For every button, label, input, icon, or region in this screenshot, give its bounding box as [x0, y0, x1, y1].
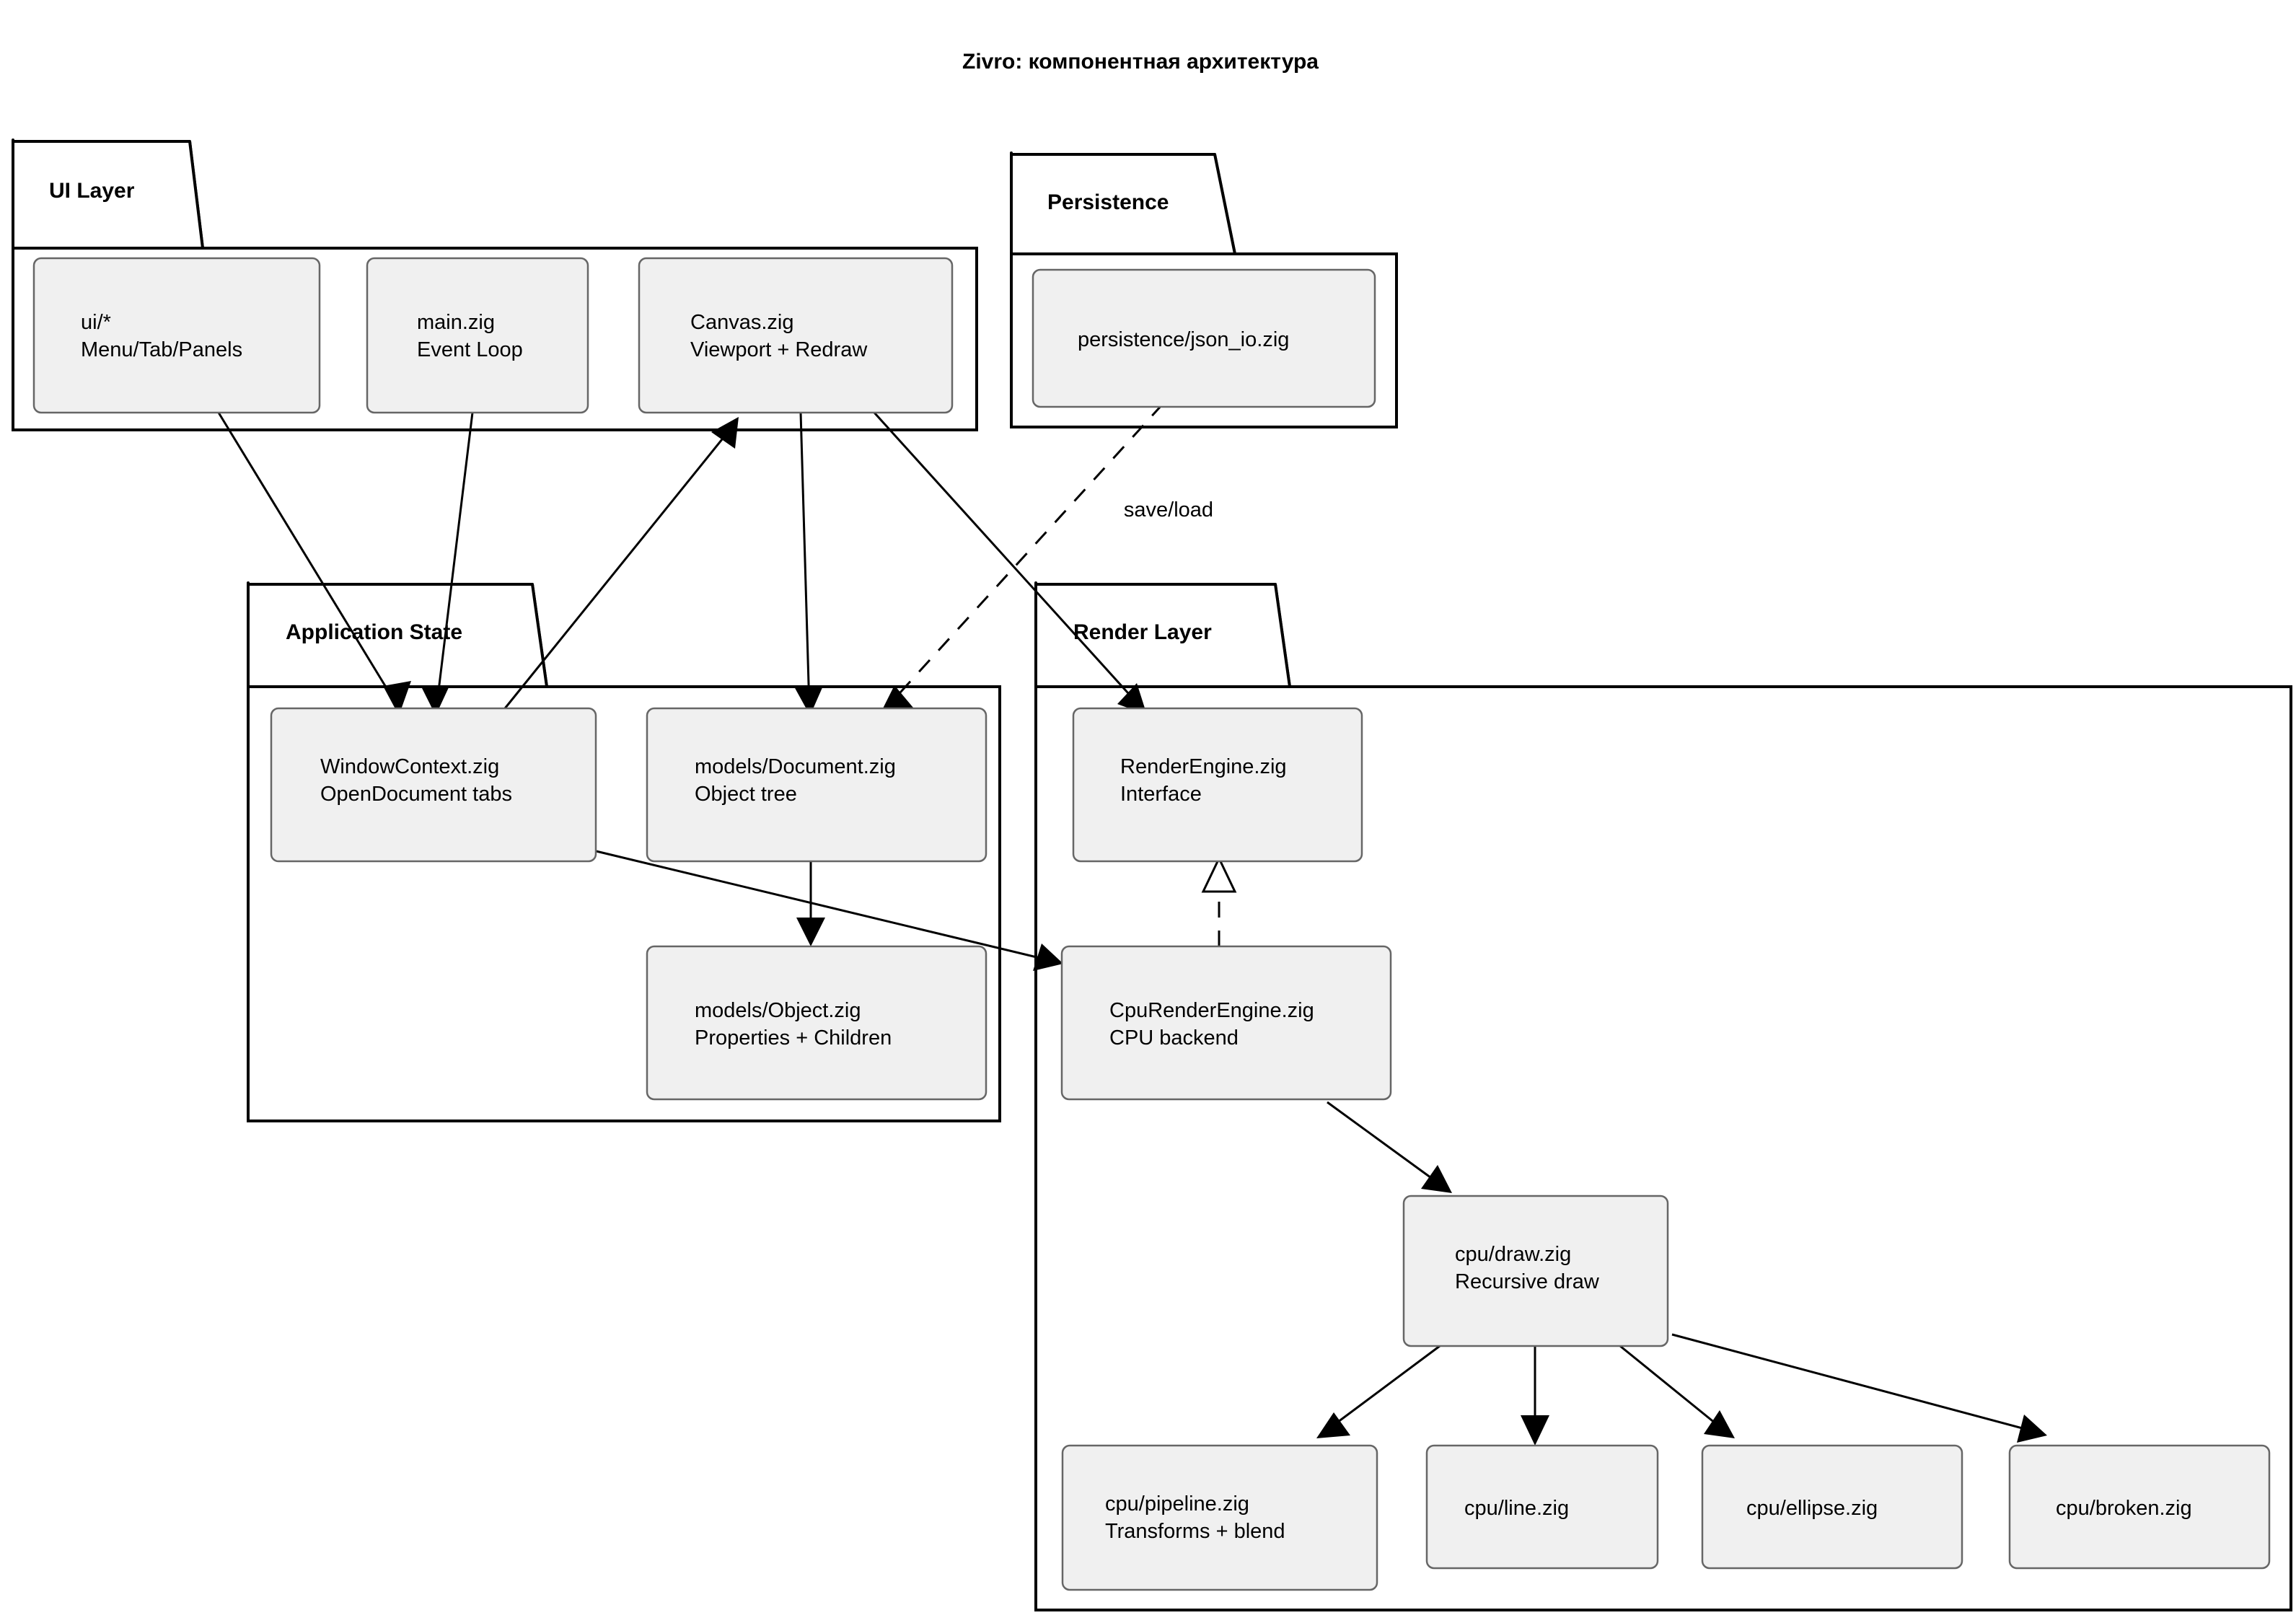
node-box-models-object[interactable]: [646, 945, 988, 1101]
edge-canvas-zig-to-models-document: [794, 412, 823, 716]
package-tab-outline-persistence: [1011, 153, 1236, 255]
node-cpu-pipeline[interactable]: cpu/pipeline.zig Transforms + blend: [1061, 1444, 1378, 1591]
edge-label-save-load: save/load: [1124, 498, 1213, 522]
node-label-cpu-ellipse-line1: cpu/ellipse.zig: [1746, 1497, 1878, 1520]
node-cpu-broken[interactable]: cpu/broken.zig: [2008, 1444, 2271, 1570]
node-label-models-document-line1: models/Document.zig: [695, 755, 896, 778]
node-label-cpu-line-line1: cpu/line.zig: [1464, 1497, 1569, 1520]
node-box-ui-star[interactable]: [32, 257, 321, 414]
node-label-cpu-broken-line1: cpu/broken.zig: [2056, 1497, 2192, 1520]
node-label-window-context-line1: WindowContext.zig: [320, 755, 499, 778]
node-cpu-line[interactable]: cpu/line.zig: [1425, 1444, 1659, 1570]
edge-ui-star-to-window-context: [217, 412, 411, 716]
node-label-cpu-render-engine-line1: CpuRenderEngine.zig: [1109, 999, 1314, 1022]
edge-layer: save/load: [217, 403, 2047, 1446]
package-title-persistence: Persistence: [1047, 190, 1169, 214]
node-json-io[interactable]: persistence/json_io.zig: [1032, 268, 1376, 408]
node-box-cpu-ellipse[interactable]: [1701, 1444, 1963, 1570]
node-canvas-zig[interactable]: Canvas.zig Viewport + Redraw: [638, 257, 954, 414]
node-label-models-document-line2: Object tree: [695, 783, 797, 806]
edge-cpu-draw-to-cpu-broken: [1671, 1333, 2047, 1443]
node-label-window-context-line2: OpenDocument tabs: [320, 783, 512, 806]
node-models-document[interactable]: models/Document.zig Object tree: [646, 707, 988, 863]
package-title-ui-layer: UI Layer: [49, 179, 135, 203]
node-box-cpu-pipeline[interactable]: [1061, 1444, 1378, 1591]
node-label-render-engine-line2: Interface: [1120, 783, 1202, 806]
node-box-cpu-draw[interactable]: [1402, 1195, 1669, 1347]
package-tab-outline-application-state: [248, 583, 548, 687]
node-models-object[interactable]: models/Object.zig Properties + Children: [646, 945, 988, 1101]
node-label-render-engine-line1: RenderEngine.zig: [1120, 755, 1287, 778]
node-label-canvas-zig-line2: Viewport + Redraw: [690, 338, 868, 361]
package-title-application-state: Application State: [286, 620, 462, 644]
node-cpu-render-engine[interactable]: CpuRenderEngine.zig CPU backend: [1060, 945, 1392, 1101]
package-tab-outline-render-layer: [1036, 583, 1291, 687]
node-box-cpu-line[interactable]: [1425, 1444, 1659, 1570]
node-label-cpu-render-engine-line2: CPU backend: [1109, 1026, 1239, 1050]
node-label-cpu-draw-line2: Recursive draw: [1455, 1270, 1600, 1293]
node-label-main-zig-line2: Event Loop: [417, 338, 523, 361]
page-title: Zivro: компонентная архитектура: [962, 50, 1319, 74]
package-tab-outline-ui-layer: [13, 140, 204, 249]
node-box-canvas-zig[interactable]: [638, 257, 954, 414]
node-box-json-io[interactable]: [1032, 268, 1376, 408]
node-box-models-document[interactable]: [646, 707, 988, 863]
node-cpu-ellipse[interactable]: cpu/ellipse.zig: [1701, 1444, 1963, 1570]
edge-cpu-render-engine-to-cpu-draw: [1327, 1101, 1452, 1193]
node-box-main-zig[interactable]: [366, 257, 589, 414]
node-render-engine[interactable]: RenderEngine.zig Interface: [1072, 707, 1363, 863]
node-label-models-object-line1: models/Object.zig: [695, 999, 861, 1022]
edge-window-context-to-cpu-render-engine: [586, 848, 1063, 971]
node-box-cpu-render-engine[interactable]: [1060, 945, 1392, 1101]
edge-cpu-render-engine-to-render-engine: [1201, 856, 1237, 946]
edge-json-io-to-models-document: save/load: [880, 403, 1213, 714]
node-box-cpu-broken[interactable]: [2008, 1444, 2271, 1570]
node-label-cpu-pipeline-line1: cpu/pipeline.zig: [1105, 1492, 1249, 1516]
edge-models-document-to-models-object: [796, 858, 825, 946]
node-label-cpu-pipeline-line2: Transforms + blend: [1105, 1520, 1285, 1543]
node-label-ui-star-line1: ui/*: [81, 311, 111, 334]
node-label-cpu-draw-line1: cpu/draw.zig: [1455, 1243, 1571, 1266]
package-title-render-layer: Render Layer: [1073, 620, 1212, 644]
node-ui-star[interactable]: ui/* Menu/Tab/Panels: [32, 257, 321, 414]
edge-canvas-zig-to-render-engine: [873, 411, 1147, 715]
node-main-zig[interactable]: main.zig Event Loop: [366, 257, 589, 414]
node-label-ui-star-line2: Menu/Tab/Panels: [81, 338, 242, 361]
edge-cpu-draw-to-cpu-pipeline: [1316, 1345, 1441, 1438]
node-label-canvas-zig-line1: Canvas.zig: [690, 311, 793, 334]
node-box-render-engine[interactable]: [1072, 707, 1363, 863]
node-box-window-context[interactable]: [270, 707, 597, 863]
node-label-json-io-line1: persistence/json_io.zig: [1078, 328, 1289, 351]
node-cpu-draw[interactable]: cpu/draw.zig Recursive draw: [1402, 1195, 1669, 1347]
node-label-main-zig-line1: main.zig: [417, 311, 495, 334]
node-label-models-object-line2: Properties + Children: [695, 1026, 892, 1050]
edge-cpu-draw-to-cpu-line: [1521, 1346, 1549, 1446]
edge-main-zig-to-window-context: [421, 412, 474, 716]
node-window-context[interactable]: WindowContext.zig OpenDocument tabs: [270, 707, 597, 863]
edge-cpu-draw-to-cpu-ellipse: [1619, 1345, 1735, 1438]
edge-window-context-to-canvas-zig: [503, 417, 739, 709]
